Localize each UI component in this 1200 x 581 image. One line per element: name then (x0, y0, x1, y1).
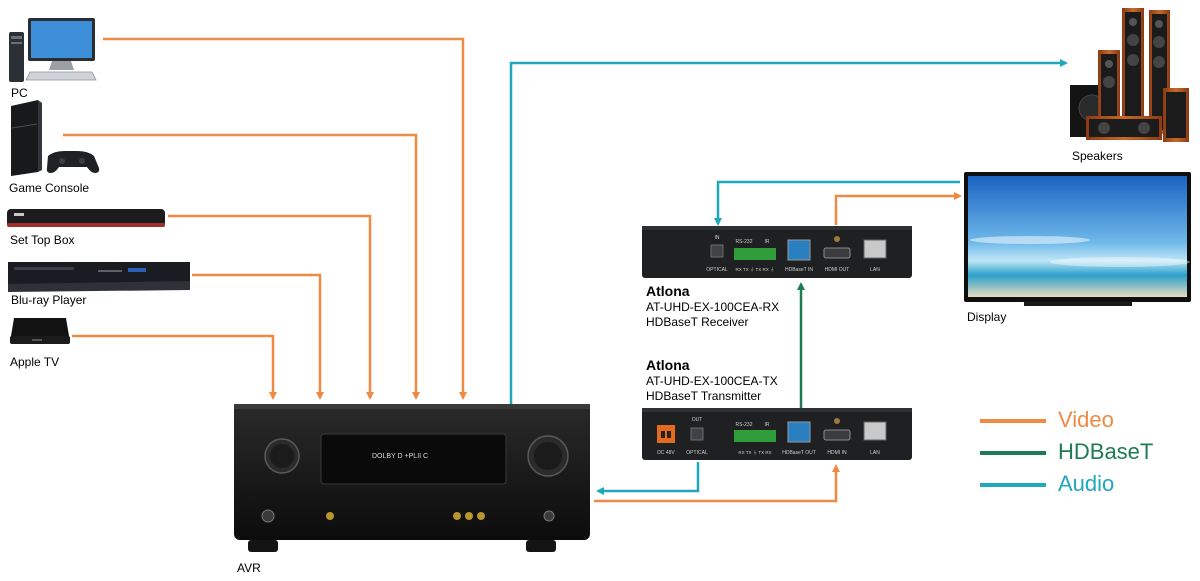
transmitter-to-avr-audio-line (596, 462, 700, 495)
receiver-to-display-video-line (834, 192, 962, 225)
legend-audio-label: Audio (1058, 471, 1115, 496)
receiver-pins-label: RX TX ⏚ TX RX ⏚ (735, 266, 774, 272)
avr-to-transmitter-video-line (594, 464, 840, 503)
transmitter-ir-label: IR (765, 422, 770, 428)
legend-audio-swatch (980, 483, 1046, 487)
legend-video-label: Video (1058, 407, 1114, 432)
audio-connections (509, 59, 1068, 495)
pc-icon (9, 18, 97, 82)
transmitter-power-label: DC 48V (657, 450, 675, 456)
receiver-model: AT-UHD-EX-100CEA-RX (646, 300, 780, 314)
video-connections (63, 37, 962, 503)
pc-label: PC (11, 86, 28, 100)
transmitter-model: AT-UHD-EX-100CEA-TX (646, 374, 778, 388)
legend-video-swatch (980, 419, 1046, 423)
transmitter-pins-label: RX TX ⏚ TX RX (738, 449, 771, 455)
transmitter-hdmi-label: HDMI IN (827, 450, 847, 456)
receiver-ir-label: IR (765, 239, 770, 245)
display-icon (964, 172, 1191, 306)
receiver-hdbaset-label: HDBaseT IN (785, 267, 813, 273)
set-top-box-label: Set Top Box (10, 233, 75, 247)
apple-tv-label: Apple TV (10, 355, 60, 369)
transmitter-rs232-label: RS-232 (736, 422, 753, 428)
receiver-lan-label: LAN (870, 267, 880, 273)
receiver-brand: Atlona (646, 283, 690, 299)
game-console-video-line (63, 133, 420, 400)
apple-tv-video-line (72, 334, 277, 400)
apple-tv-icon (10, 318, 70, 344)
transmitter-lan-label: LAN (870, 450, 880, 456)
transmitter-brand: Atlona (646, 357, 690, 373)
display-to-receiver-audio-line (714, 180, 960, 226)
avr-icon: DOLBY D +PLII C (234, 404, 590, 552)
receiver-unit: IN OPTICAL RS-232 IR RX TX ⏚ TX RX ⏚ HDB… (642, 226, 912, 278)
game-console-icon (11, 100, 100, 176)
blu-ray-player-label: Blu-ray Player (11, 293, 87, 307)
speakers-label: Speakers (1072, 149, 1123, 163)
speakers-icon (1070, 8, 1189, 142)
receiver-type: HDBaseT Receiver (646, 315, 749, 329)
avr-label: AVR (237, 561, 261, 575)
blu-ray-video-line (192, 273, 324, 400)
avr-to-speakers-audio-line (509, 59, 1068, 405)
display-label: Display (967, 310, 1007, 324)
receiver-optical-label: OPTICAL (706, 267, 728, 273)
blu-ray-player-icon (8, 262, 190, 292)
transmitter-unit: DC 48V OUT OPTICAL RS-232 IR RX TX ⏚ TX … (642, 408, 912, 460)
legend-hdbaset-swatch (980, 451, 1046, 455)
receiver-in-label: IN (715, 235, 720, 241)
set-top-box-icon (7, 209, 165, 227)
transmitter-out-label: OUT (692, 417, 703, 423)
transmitter-optical-label: OPTICAL (686, 450, 708, 456)
receiver-hdmi-label: HDMI OUT (825, 267, 850, 273)
avr-display-text: DOLBY D +PLII C (372, 453, 428, 460)
pc-video-line (103, 37, 467, 400)
game-console-label: Game Console (9, 181, 90, 195)
receiver-rs232-label: RS-232 (736, 239, 753, 245)
legend-hdbaset-label: HDBaseT (1058, 439, 1154, 464)
transmitter-hdbaset-label: HDBaseT OUT (782, 450, 816, 456)
set-top-box-video-line (168, 214, 374, 400)
transmitter-type: HDBaseT Transmitter (646, 389, 762, 403)
